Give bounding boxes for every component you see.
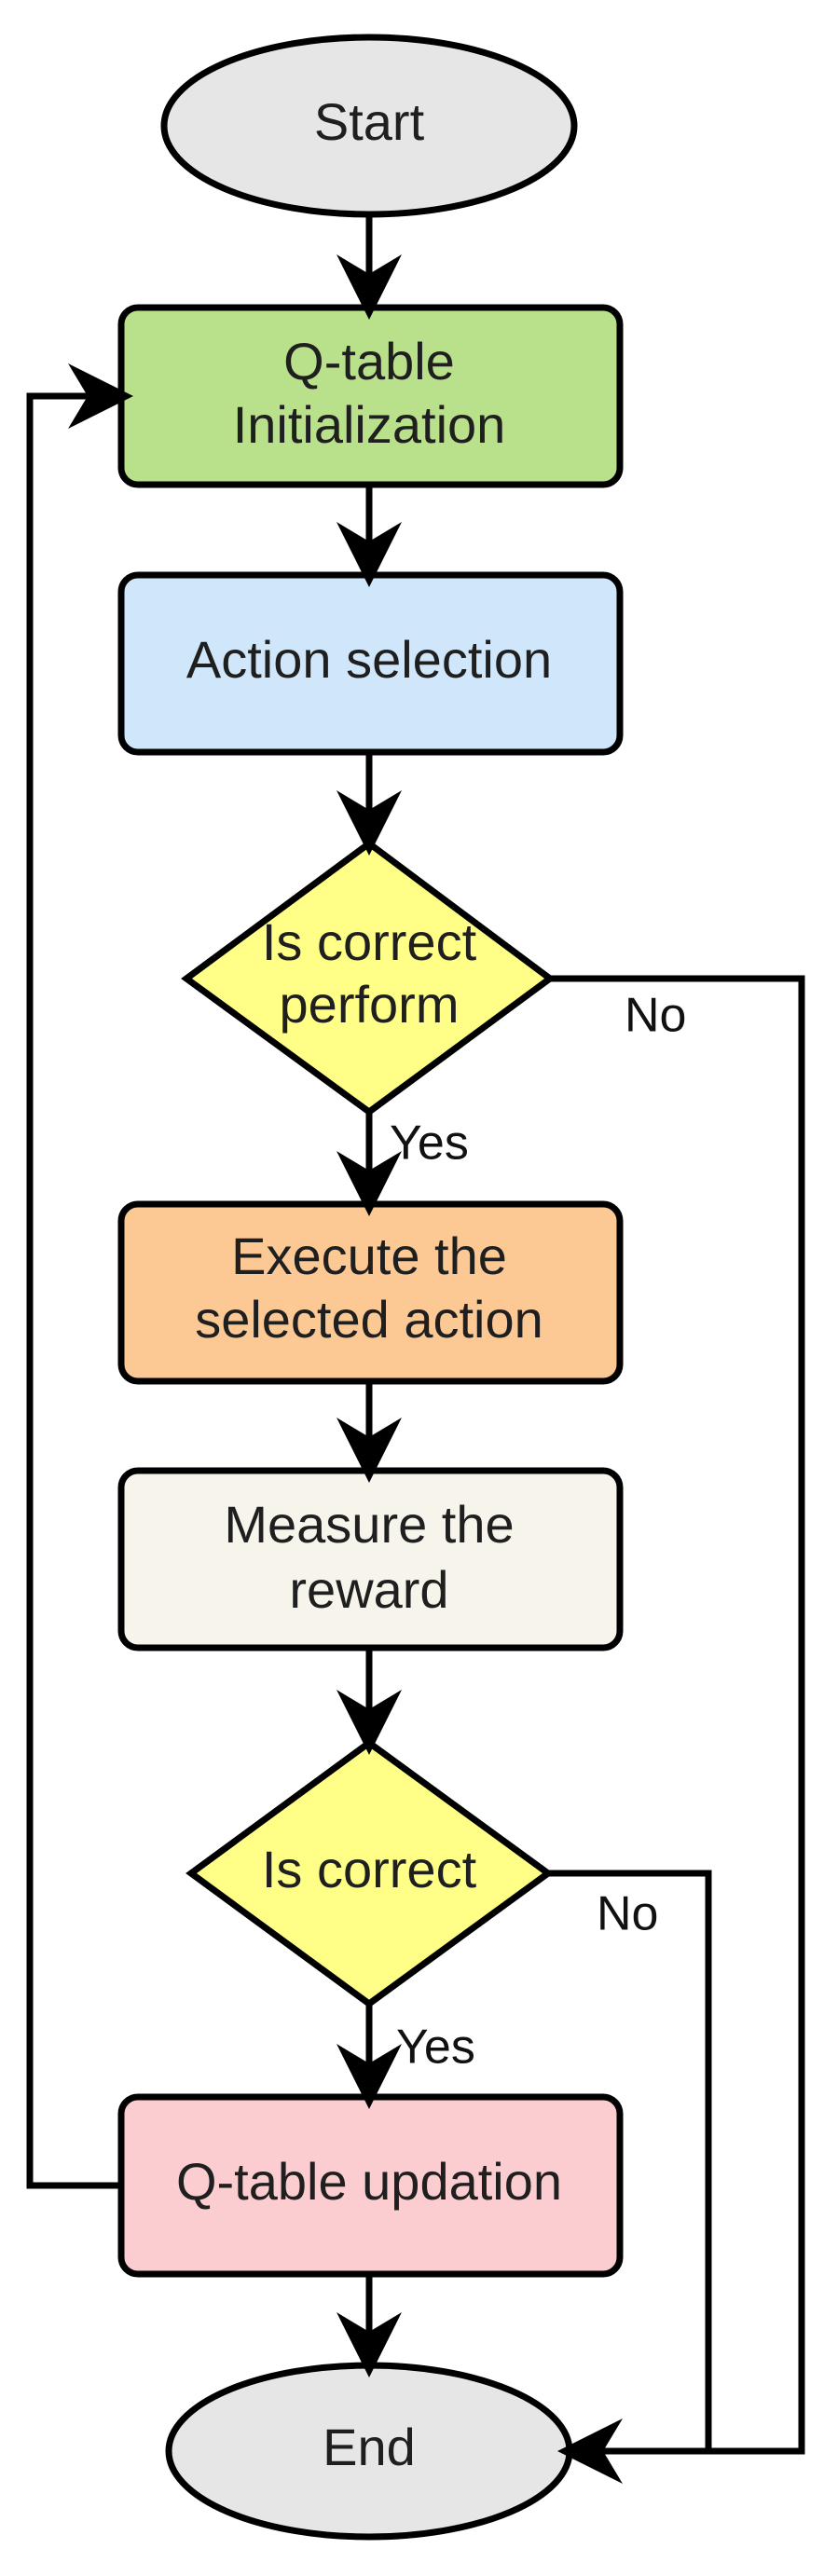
measure-label-line2: reward — [289, 1560, 448, 1619]
start-label: Start — [314, 92, 425, 151]
decision1-no-label: No — [625, 989, 686, 1043]
arrow-loop-back-to-init — [26, 363, 133, 2189]
decision1-label-line1: Is correct — [262, 912, 477, 971]
initialization-label-line2: Initialization — [233, 395, 506, 454]
decision-is-correct: Is correct — [185, 1738, 554, 2008]
action-selection-node: Action selection — [117, 571, 624, 756]
end-label: End — [323, 2418, 416, 2476]
q-table-initialization-node: Q-table Initialization — [117, 304, 624, 488]
start-node: Start — [160, 34, 578, 218]
decision1-yes-label: Yes — [390, 1117, 469, 1171]
decision1-label-line2: perform — [280, 975, 460, 1034]
action-selection-label: Action selection — [186, 630, 552, 689]
decision2-label: Is correct — [262, 1840, 477, 1898]
measure-reward-node: Measure the reward — [117, 1467, 624, 1651]
execute-label-line1: Execute the — [231, 1226, 507, 1285]
decision2-no-label: No — [597, 1887, 658, 1941]
decision2-yes-label: Yes — [396, 2021, 475, 2075]
decision-is-correct-perform: Is correct perform — [181, 839, 556, 1117]
arrow-decision1-no — [550, 975, 805, 2484]
end-node: End — [165, 2362, 573, 2541]
measure-label-line1: Measure the — [224, 1495, 514, 1554]
execute-action-node: Execute the selected action — [117, 1200, 624, 1385]
q-table-updation-node: Q-table updation — [117, 2093, 624, 2278]
execute-label-line2: selected action — [195, 1290, 543, 1349]
initialization-label-line1: Q-table — [283, 332, 455, 391]
updation-label: Q-table updation — [176, 2152, 562, 2211]
arrow-decision2-no — [548, 1870, 712, 2451]
